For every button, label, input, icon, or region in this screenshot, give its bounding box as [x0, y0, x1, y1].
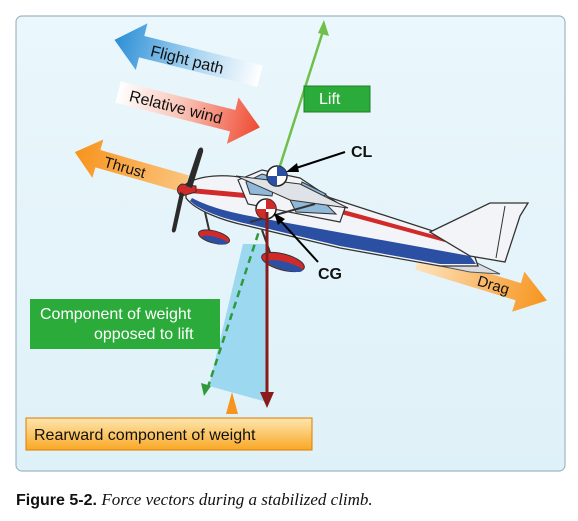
cg-pointer-head	[274, 213, 285, 225]
component-of-weight-line2: opposed to lift	[94, 326, 194, 343]
cl-pointer-head	[286, 163, 299, 172]
cg-pointer	[277, 217, 319, 263]
component-of-weight-label-box: Component of weight opposed to lift	[30, 299, 220, 349]
airplane	[171, 147, 530, 275]
rearward-component-pointer	[226, 392, 238, 414]
lift-extension-arrowhead	[201, 383, 211, 396]
vertical-fin	[428, 202, 530, 263]
cl-pointer	[289, 151, 346, 171]
rudder-line	[495, 205, 506, 259]
lift-arrowhead	[318, 20, 329, 36]
component-of-weight-line1: Component of weight	[40, 306, 192, 323]
weight-component-triangle	[209, 244, 267, 402]
lift-label: Lift	[319, 91, 341, 108]
cg-label: CG	[318, 266, 342, 283]
nose-wheel-fairing-blue	[202, 235, 228, 245]
lift-extension-dashed	[205, 221, 264, 391]
center-of-gravity-marker	[255, 198, 277, 220]
propeller-blade-bottom	[171, 192, 184, 233]
figure-number: Figure 5-2.	[16, 492, 97, 509]
cl-label: CL	[351, 144, 373, 161]
wing-strut	[249, 203, 316, 223]
lift-label-box: Lift	[303, 85, 371, 113]
figure-caption-text: Force vectors during a stabilized climb.	[101, 490, 373, 509]
rearward-component-label: Rearward component of weight	[34, 427, 256, 444]
fuselage-blue-stripe	[190, 198, 476, 264]
rearward-component-label-box: Rearward component of weight	[25, 417, 313, 451]
propeller-blade-top	[186, 147, 204, 188]
figure-caption: Figure 5-2. Force vectors during a stabi…	[16, 490, 576, 510]
weight-vector-arrowhead	[260, 392, 274, 408]
fuselage-red-stripe	[190, 188, 471, 249]
main-wheel-fairing-blue	[267, 259, 303, 273]
diagram-panel	[15, 15, 566, 472]
center-of-lift-marker	[266, 165, 288, 187]
